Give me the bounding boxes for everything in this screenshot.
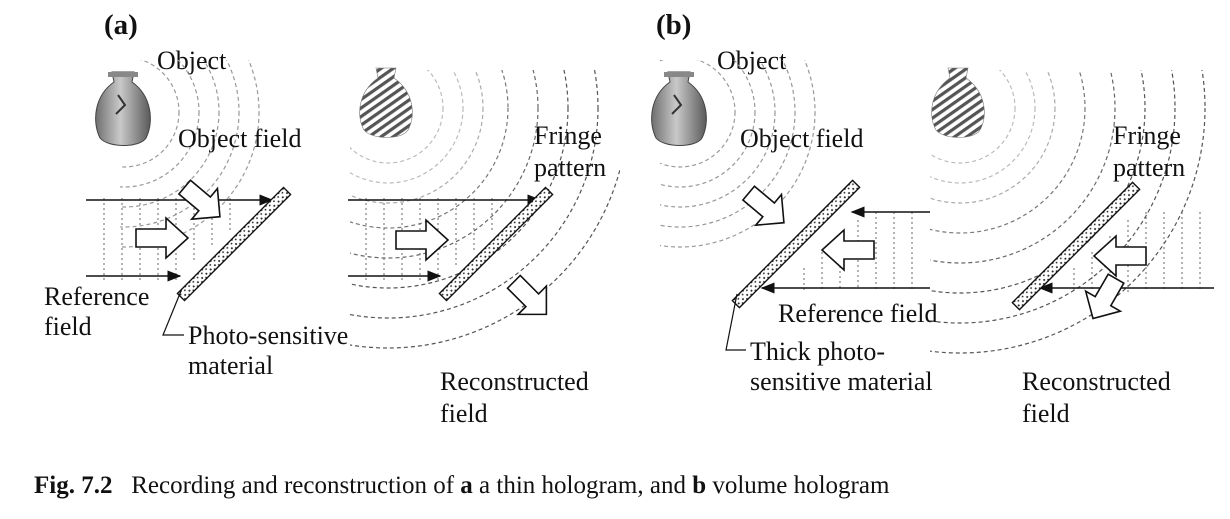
reconstruction-input-arrow-icon (395, 218, 450, 262)
object-vase-icon (95, 71, 151, 146)
photosensitive-plate (176, 186, 292, 302)
reference-label-line1: Reference (44, 282, 149, 311)
panel-b: (b) Object Object field (651, 9, 1214, 428)
panel-a-letter: (a) (104, 9, 138, 41)
panel-a: (a) Object Object field (44, 9, 620, 428)
reconstructed-label-line1: Reconstructed (440, 367, 589, 396)
object-field-label: Object field (178, 124, 301, 153)
object-label: Object (157, 46, 227, 75)
fringe-vase-icon (359, 67, 413, 138)
caption-fig-label: Fig. 7.2 (34, 472, 113, 499)
reconstructed-field-arrow-icon-b (1084, 273, 1125, 320)
caption-text-2: a thin hologram, and (479, 472, 686, 499)
object-field-label-b: Object field (740, 124, 863, 153)
reconstructed-wavefronts-b (930, 70, 1206, 354)
caption-b: b (692, 472, 707, 499)
fringe-vase-icon-b (931, 67, 985, 138)
reconstructed-label-b-line1: Reconstructed (1022, 367, 1171, 396)
caption-a: a (460, 472, 473, 499)
material-label-line2: material (188, 351, 273, 380)
caption-text-3: volume hologram (712, 472, 890, 499)
panel-b-letter: (b) (656, 9, 691, 41)
object-field-arrow-icon (177, 179, 221, 221)
object-field-wavefronts-b (660, 60, 816, 248)
material-leader-line-b (725, 293, 746, 351)
object-label-b: Object (717, 46, 787, 75)
fringe-label-b-line1: Fringe (1113, 121, 1181, 150)
reference-label-b: Reference field (778, 299, 938, 328)
reference-label-line2: field (44, 312, 92, 341)
material-label-b-line1: Thick photo- (750, 337, 885, 366)
material-leader-line (162, 290, 184, 336)
reference-field-arrow-icon (135, 216, 190, 260)
reconstructed-label-line2: field (440, 399, 488, 428)
caption-text-1: Recording and reconstruction of (131, 472, 455, 499)
reconstruction-input-arrow-icon-b (1092, 234, 1147, 278)
object-vase-icon-b (651, 71, 707, 146)
object-field-wavefronts (120, 60, 260, 248)
fringe-label-line2: pattern (534, 153, 606, 182)
material-label-line1: Photo-sensitive (188, 321, 348, 350)
fringe-label-line1: Fringe (534, 121, 602, 150)
hologram-plate-a (438, 186, 554, 302)
reference-field-arrow-icon-b (820, 228, 875, 272)
figure-caption: Fig. 7.2 Recording and reconstruction of… (34, 472, 889, 500)
reconstructed-wavefronts (350, 70, 620, 349)
hologram-plate-b (1011, 181, 1141, 311)
thick-photosensitive-plate (731, 179, 861, 309)
reconstructed-field-arrow-icon (506, 274, 548, 316)
object-field-arrow-icon-b (741, 185, 785, 227)
reconstructed-label-b-line2: field (1022, 399, 1070, 428)
fringe-label-b-line2: pattern (1113, 153, 1185, 182)
material-label-b-line2: sensitive material (750, 367, 933, 396)
